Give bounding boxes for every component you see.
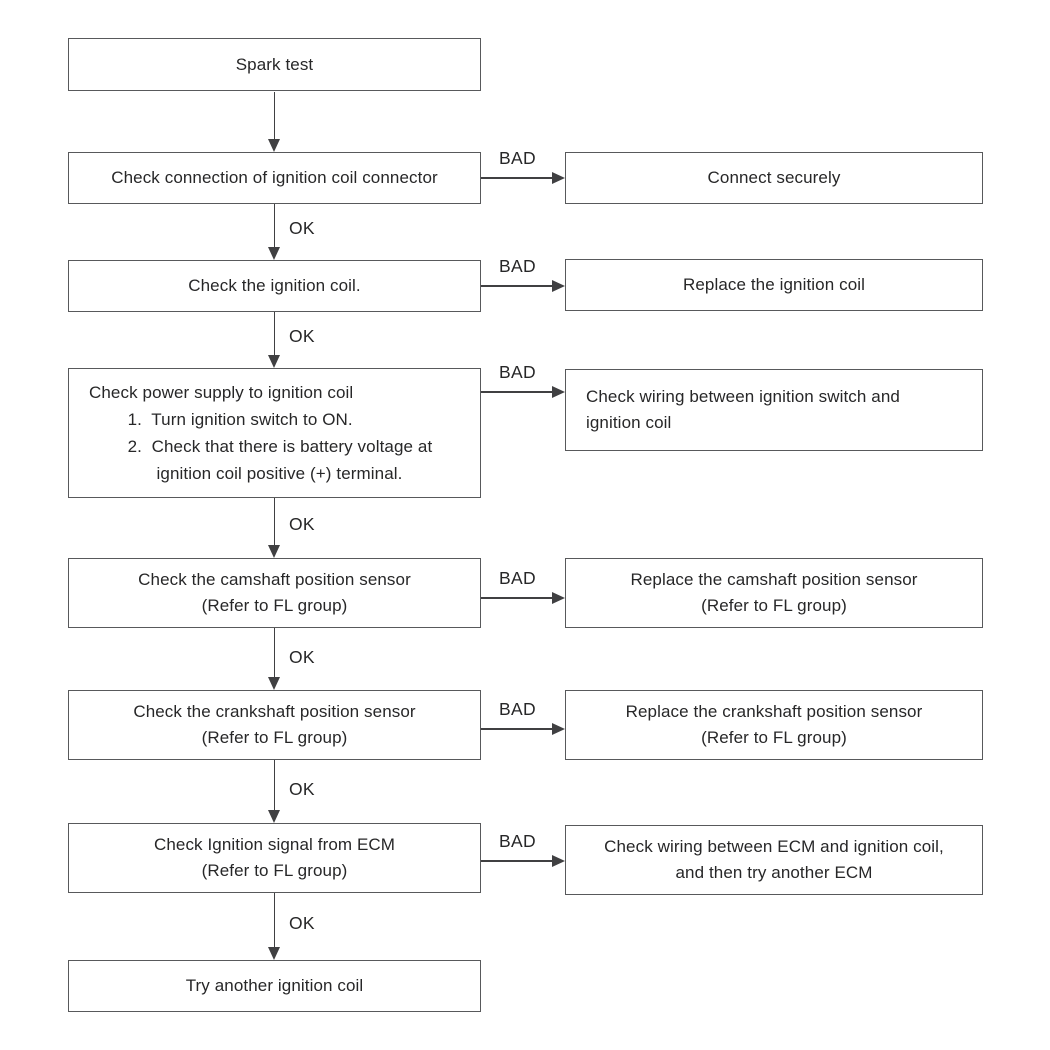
ok-label: OK xyxy=(289,647,315,667)
arrowhead-right-icon xyxy=(552,854,565,867)
arrow-line-right-4 xyxy=(481,597,552,599)
arrow-line-right-2 xyxy=(481,285,552,287)
bad-label: BAD xyxy=(499,362,536,382)
bad-label: BAD xyxy=(499,148,536,168)
arrow-line-down-3 xyxy=(273,312,276,356)
bad-label: BAD xyxy=(499,256,536,276)
flow-node-connect-securely: Connect securely xyxy=(565,152,983,204)
arrowhead-down-icon xyxy=(268,545,280,558)
ok-label: OK xyxy=(289,913,315,933)
flow-node-spark-test: Spark test xyxy=(68,38,481,91)
bad-label: BAD xyxy=(499,568,536,588)
arrowhead-down-icon xyxy=(268,355,280,368)
arrow-line-down-6 xyxy=(273,760,276,811)
arrow-line-right-6 xyxy=(481,860,552,862)
flow-node-check-connection: Check connection of ignition coil connec… xyxy=(68,152,481,204)
ok-label: OK xyxy=(289,779,315,799)
arrowhead-down-icon xyxy=(268,810,280,823)
ok-label: OK xyxy=(289,514,315,534)
arrow-line-down-2 xyxy=(273,204,276,248)
flow-node-check-power-supply: Check power supply to ignition coil 1. T… xyxy=(68,368,481,498)
arrow-line-right-1 xyxy=(481,177,552,179)
flow-node-replace-crankshaft-sensor: Replace the crankshaft position sensor (… xyxy=(565,690,983,760)
flow-node-check-wiring-switch: Check wiring between ignition switch and… xyxy=(565,369,983,451)
ok-label: OK xyxy=(289,218,315,238)
bad-label: BAD xyxy=(499,699,536,719)
flow-node-check-camshaft-sensor: Check the camshaft position sensor (Refe… xyxy=(68,558,481,628)
arrowhead-down-icon xyxy=(268,677,280,690)
flow-node-check-crankshaft-sensor: Check the crankshaft position sensor (Re… xyxy=(68,690,481,760)
arrowhead-down-icon xyxy=(268,247,280,260)
arrowhead-right-icon xyxy=(552,722,565,735)
arrow-line-down-7 xyxy=(273,893,276,948)
ok-label: OK xyxy=(289,326,315,346)
arrowhead-down-icon xyxy=(268,139,280,152)
flow-node-replace-camshaft-sensor: Replace the camshaft position sensor (Re… xyxy=(565,558,983,628)
flow-node-check-ecm-signal: Check Ignition signal from ECM (Refer to… xyxy=(68,823,481,893)
bad-label: BAD xyxy=(499,831,536,851)
flow-node-check-wiring-ecm: Check wiring between ECM and ignition co… xyxy=(565,825,983,895)
flow-node-replace-ignition-coil: Replace the ignition coil xyxy=(565,259,983,311)
flow-node-try-another-coil: Try another ignition coil xyxy=(68,960,481,1012)
flow-node-check-ignition-coil: Check the ignition coil. xyxy=(68,260,481,312)
arrowhead-right-icon xyxy=(552,385,565,398)
arrow-line-right-5 xyxy=(481,728,552,730)
arrowhead-down-icon xyxy=(268,947,280,960)
arrow-line-right-3 xyxy=(481,391,552,393)
arrow-line-down-1 xyxy=(273,92,276,140)
arrow-line-down-4 xyxy=(273,498,276,546)
arrowhead-right-icon xyxy=(552,591,565,604)
arrow-line-down-5 xyxy=(273,628,276,678)
arrowhead-right-icon xyxy=(552,171,565,184)
arrowhead-right-icon xyxy=(552,279,565,292)
